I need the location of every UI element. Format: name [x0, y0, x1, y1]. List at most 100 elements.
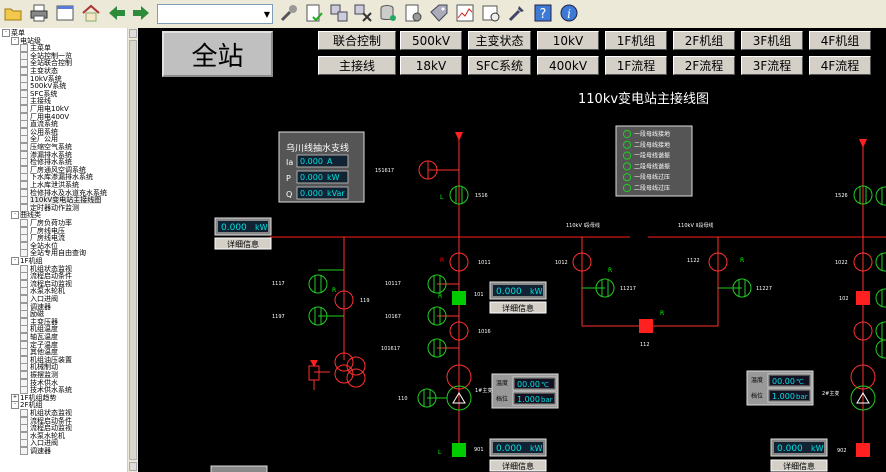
- ground-switch[interactable]: [417, 388, 437, 408]
- ground-switch[interactable]: [875, 186, 886, 206]
- ground-switch[interactable]: [308, 306, 328, 326]
- tree-item[interactable]: -1F机组: [11, 257, 42, 266]
- nav-button[interactable]: 18kV: [400, 56, 462, 75]
- tree-item[interactable]: 渗漏排水系统: [20, 150, 72, 160]
- tree-item[interactable]: 厂房线电流: [20, 234, 65, 243]
- nav-button[interactable]: SFC系统: [468, 56, 531, 75]
- nav-button[interactable]: 联合控制: [318, 31, 396, 50]
- ground-switch[interactable]: [427, 274, 447, 294]
- tree-item[interactable]: 主变状态: [20, 67, 58, 76]
- tree-item[interactable]: -电站级: [11, 36, 41, 46]
- tree-item[interactable]: 压缩空气系统: [20, 143, 72, 152]
- tree-scrollbar[interactable]: [127, 28, 138, 472]
- tools-icon[interactable]: [278, 2, 300, 24]
- scroll-up-arrow-icon[interactable]: [129, 29, 137, 38]
- tree-item[interactable]: 技术供水: [20, 378, 58, 388]
- tree-item[interactable]: 调速器: [20, 447, 51, 456]
- tree-item[interactable]: 定子温度: [20, 340, 58, 350]
- database-icon[interactable]: [377, 2, 399, 24]
- circuit-breaker[interactable]: [452, 291, 466, 305]
- ground-switch[interactable]: [595, 278, 615, 298]
- tree-item[interactable]: 全站专用自由查询: [20, 249, 86, 258]
- tools-wrench-icon[interactable]: [506, 2, 528, 24]
- tree-item[interactable]: 轴瓦温度: [20, 333, 58, 342]
- tree-item[interactable]: SFC系统: [20, 89, 57, 99]
- nav-button[interactable]: 1F机组: [605, 31, 667, 50]
- tree-item[interactable]: -曲线类: [11, 211, 41, 220]
- nav-button[interactable]: 3F流程: [741, 56, 803, 75]
- tree-item[interactable]: 下水库渗漏排水系统: [20, 173, 93, 182]
- tree-item[interactable]: 上水库泄洪系统: [20, 181, 79, 190]
- detail-info-button[interactable]: [770, 459, 828, 472]
- circuit-breaker[interactable]: [452, 443, 466, 457]
- circuit-breaker[interactable]: [639, 319, 653, 333]
- tree-item[interactable]: 厂房线电压: [20, 226, 65, 236]
- tree-item[interactable]: 入口进阀: [20, 439, 58, 448]
- checklist-icon[interactable]: [303, 2, 325, 24]
- nav-button[interactable]: 3F机组: [741, 31, 803, 50]
- nav-button[interactable]: 10kV: [537, 31, 599, 50]
- tree-item[interactable]: 其他温度: [20, 348, 58, 357]
- window-icon[interactable]: [54, 2, 76, 24]
- print-icon[interactable]: [28, 2, 50, 24]
- view-select[interactable]: ▼: [157, 4, 273, 24]
- scroll-thumb[interactable]: [129, 40, 137, 460]
- collapse-icon[interactable]: -: [11, 211, 19, 220]
- tree-item[interactable]: 公用系统: [20, 127, 58, 137]
- nav-button[interactable]: 主变状态: [468, 31, 531, 50]
- tree-item[interactable]: 机械制动: [20, 363, 58, 372]
- tree-item[interactable]: 机组状态监视: [20, 409, 72, 418]
- tree-item[interactable]: +1F机组趋势: [11, 393, 56, 403]
- detail-info-button[interactable]: [489, 301, 547, 314]
- expand-icon[interactable]: +: [11, 393, 19, 402]
- detail-info-button[interactable]: [214, 237, 272, 250]
- tree-item[interactable]: 全站联合控制: [20, 59, 72, 68]
- calendar-clock-icon[interactable]: [480, 2, 502, 24]
- ground-switch[interactable]: [875, 339, 886, 359]
- open-folder-icon[interactable]: [2, 2, 24, 24]
- nav-button[interactable]: 主接线: [318, 56, 396, 75]
- tree-item[interactable]: 厂房负荷功率: [20, 219, 72, 228]
- help-icon[interactable]: ?: [532, 2, 554, 24]
- tree-item[interactable]: 机组状态监视: [20, 264, 72, 274]
- ground-switch[interactable]: [875, 321, 886, 341]
- tree-item[interactable]: 振摆监测: [20, 371, 58, 380]
- tree-item[interactable]: 励磁: [20, 310, 44, 319]
- tag-icon[interactable]: [428, 2, 450, 24]
- collapse-icon[interactable]: -: [2, 29, 10, 37]
- tree-item[interactable]: 检修排水及水道充水系统: [20, 188, 107, 198]
- tree-item[interactable]: 主菜单: [20, 44, 51, 53]
- tree-item[interactable]: 10kV系统: [20, 74, 62, 84]
- nav-button[interactable]: 2F流程: [673, 56, 735, 75]
- circuit-breaker[interactable]: [856, 291, 870, 305]
- ground-switch[interactable]: [875, 252, 886, 272]
- ground-switch[interactable]: [853, 185, 873, 205]
- ground-switch[interactable]: [308, 274, 328, 294]
- tree-item[interactable]: 流程启动监视: [20, 279, 72, 289]
- tree-item[interactable]: 流程启动监视: [20, 424, 72, 433]
- ground-switch[interactable]: [875, 288, 886, 308]
- copy-icon[interactable]: [328, 2, 350, 24]
- tree-item[interactable]: 主变压器: [20, 317, 58, 327]
- tree-item[interactable]: 水泵水轮机: [20, 287, 65, 296]
- nav-button[interactable]: 4F流程: [809, 56, 871, 75]
- ground-switch[interactable]: [427, 306, 447, 326]
- tree-item[interactable]: 全站水位: [20, 241, 58, 251]
- tree-item[interactable]: 全厂公用: [20, 135, 58, 144]
- tree-item[interactable]: 110kV变电站主接线图: [20, 196, 102, 205]
- tree-item[interactable]: 500kV系统: [20, 82, 66, 91]
- ground-switch[interactable]: [427, 338, 447, 358]
- tree-item[interactable]: 入口进阀: [20, 295, 58, 304]
- ground-switch[interactable]: [449, 185, 469, 205]
- delete-icon[interactable]: [352, 2, 374, 24]
- home-icon[interactable]: [80, 2, 102, 24]
- nav-button[interactable]: 4F机组: [809, 31, 871, 50]
- tree-item[interactable]: 流程启动条件: [20, 272, 72, 281]
- tree-item[interactable]: 检修排水系统: [20, 158, 72, 167]
- detail-info-button[interactable]: [489, 459, 547, 472]
- tree-item[interactable]: -菜单: [2, 29, 25, 38]
- settings-doc-icon[interactable]: [402, 2, 424, 24]
- forward-arrow-icon[interactable]: [130, 2, 152, 24]
- tree-item[interactable]: 厂用电10kV: [20, 105, 69, 114]
- tree-item[interactable]: 机组温度: [20, 325, 58, 334]
